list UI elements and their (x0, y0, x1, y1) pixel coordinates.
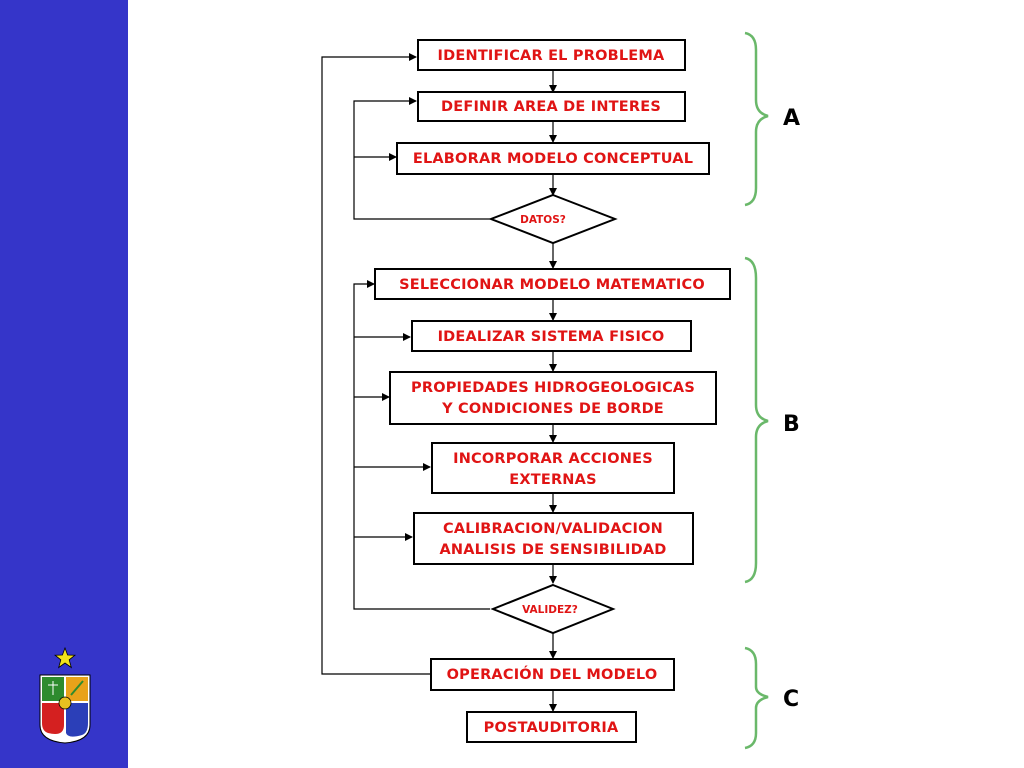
decision-datos: DATOS? (488, 193, 618, 245)
step-propiedades: PROPIEDADES HIDROGEOLOGICAS Y CONDICIONE… (389, 371, 717, 425)
svg-text:VALIDEZ?: VALIDEZ? (522, 604, 578, 616)
phase-a-label: A (783, 106, 800, 131)
step-seleccionar: SELECCIONAR MODELO MATEMATICO (374, 268, 731, 300)
svg-text:INCORPORAR ACCIONES: INCORPORAR ACCIONES (453, 451, 653, 467)
svg-text:IDEALIZAR SISTEMA FISICO: IDEALIZAR SISTEMA FISICO (438, 329, 665, 345)
phase-a-brace: A (744, 31, 800, 207)
phase-b-brace: B (744, 256, 800, 584)
sidebar (0, 0, 128, 768)
step-elaborar: ELABORAR MODELO CONCEPTUAL (396, 142, 710, 175)
svg-text:CALIBRACION/VALIDACION: CALIBRACION/VALIDACION (443, 521, 663, 537)
svg-text:IDENTIFICAR EL PROBLEMA: IDENTIFICAR EL PROBLEMA (438, 48, 665, 64)
svg-text:DEFINIR AREA DE INTERES: DEFINIR AREA DE INTERES (441, 99, 661, 115)
svg-text:ELABORAR MODELO CONCEPTUAL: ELABORAR MODELO CONCEPTUAL (413, 151, 693, 167)
star-icon (54, 647, 76, 669)
svg-text:Y CONDICIONES DE BORDE: Y CONDICIONES DE BORDE (441, 401, 664, 417)
svg-text:ANALISIS DE SENSIBILIDAD: ANALISIS DE SENSIBILIDAD (439, 542, 666, 558)
step-calibracion: CALIBRACION/VALIDACION ANALISIS DE SENSI… (413, 512, 694, 565)
step-postauditoria: POSTAUDITORIA (466, 711, 637, 743)
svg-text:PROPIEDADES HIDROGEOLOGICAS: PROPIEDADES HIDROGEOLOGICAS (411, 380, 695, 396)
decision-validez: VALIDEZ? (490, 583, 616, 635)
university-crest-icon (39, 674, 91, 744)
step-operacion: OPERACIÓN DEL MODELO (430, 658, 675, 691)
phase-c-label: C (783, 687, 799, 712)
step-idealizar: IDEALIZAR SISTEMA FISICO (411, 320, 692, 352)
phase-c-brace: C (744, 646, 799, 750)
step-definir: DEFINIR AREA DE INTERES (417, 91, 686, 122)
svg-text:SELECCIONAR MODELO MATEMATICO: SELECCIONAR MODELO MATEMATICO (399, 277, 705, 293)
step-incorporar: INCORPORAR ACCIONES EXTERNAS (431, 442, 675, 494)
svg-text:DATOS?: DATOS? (520, 214, 566, 226)
svg-text:OPERACIÓN DEL MODELO: OPERACIÓN DEL MODELO (447, 665, 658, 683)
feedback-loops (321, 53, 490, 675)
svg-text:EXTERNAS: EXTERNAS (509, 472, 596, 488)
phase-b-label: B (783, 412, 800, 437)
svg-text:POSTAUDITORIA: POSTAUDITORIA (484, 720, 619, 736)
step-identificar: IDENTIFICAR EL PROBLEMA (417, 39, 686, 71)
